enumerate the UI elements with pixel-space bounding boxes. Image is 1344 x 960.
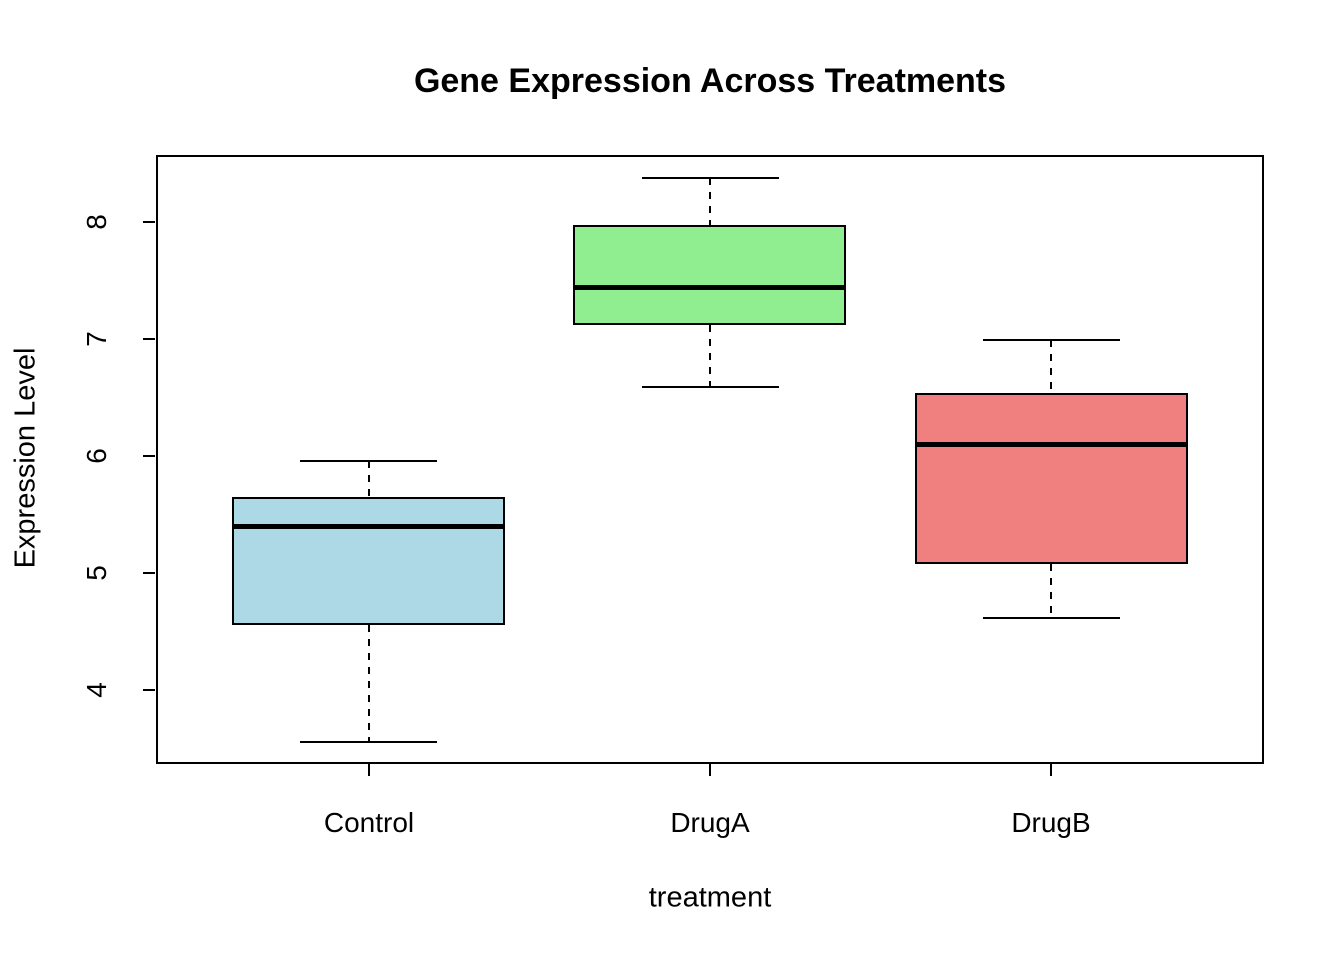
control-lower-whisker xyxy=(368,625,370,742)
y-tick xyxy=(143,572,155,574)
druga-box xyxy=(573,225,846,325)
x-axis-title: treatment xyxy=(648,881,772,914)
y-tick xyxy=(143,455,155,457)
control-upper-whisker xyxy=(368,461,370,497)
druga-lower-whisker xyxy=(709,325,711,387)
drugb-median-line xyxy=(915,442,1188,447)
x-tick-label: DrugA xyxy=(670,807,750,838)
druga-upper-whisker xyxy=(709,178,711,225)
control-median-line xyxy=(232,524,505,529)
x-tick-label: Control xyxy=(323,807,415,838)
x-tick xyxy=(368,764,370,776)
chart-title: Gene Expression Across Treatments xyxy=(413,62,1007,100)
x-tick xyxy=(1050,764,1052,776)
control-box xyxy=(232,497,505,625)
plot-area xyxy=(156,155,1264,764)
y-tick xyxy=(143,338,155,340)
y-tick-label: 6 xyxy=(81,448,112,464)
y-axis-title: Expression Level xyxy=(9,347,42,569)
drugb-upper-whisker xyxy=(1050,340,1052,393)
x-tick-label: DrugB xyxy=(1011,807,1091,838)
y-tick-label: 8 xyxy=(81,214,112,230)
y-tick-label: 4 xyxy=(81,682,112,698)
drugb-lower-whisker xyxy=(1050,564,1052,618)
y-tick-label: 7 xyxy=(81,331,112,347)
y-tick xyxy=(143,689,155,691)
drugb-lower-whisker-cap xyxy=(983,617,1120,619)
drugb-upper-whisker-cap xyxy=(983,339,1120,341)
drugb-box xyxy=(915,393,1188,564)
y-tick xyxy=(143,221,155,223)
druga-median-line xyxy=(573,285,846,290)
control-upper-whisker-cap xyxy=(300,460,437,462)
druga-lower-whisker-cap xyxy=(642,386,779,388)
x-tick xyxy=(709,764,711,776)
control-lower-whisker-cap xyxy=(300,741,437,743)
y-tick-label: 5 xyxy=(81,565,112,581)
druga-upper-whisker-cap xyxy=(642,177,779,179)
